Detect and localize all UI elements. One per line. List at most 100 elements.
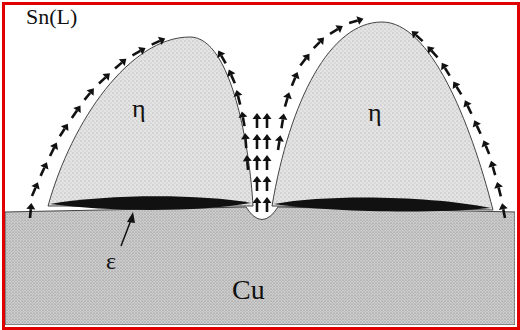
flux-arrowhead (227, 70, 235, 77)
eta-scallop-outline (272, 22, 493, 210)
flux-arrow (246, 161, 249, 170)
flux-arrowhead (263, 176, 272, 182)
flux-arrowhead (87, 88, 94, 95)
flux-arrow (457, 87, 462, 95)
cu-substrate-shape (5, 198, 515, 325)
flux-arrow (468, 106, 472, 114)
flux-arrow (266, 203, 269, 212)
flux-arrow (256, 119, 259, 128)
eta-scallop: η (270, 20, 496, 214)
flux-arrow (349, 20, 358, 23)
flux-arrowhead (238, 111, 247, 118)
flux-arrow (256, 161, 259, 170)
phase-label: Sn(L) (26, 6, 77, 28)
flux-arrowhead (40, 162, 48, 169)
flux-arrow (32, 188, 36, 196)
flux-arrow (285, 98, 288, 107)
flux-arrowhead (499, 203, 508, 210)
flux-arrow (132, 51, 140, 55)
flux-arrowhead (73, 106, 80, 113)
flux-arrow (503, 209, 505, 218)
flux-arrowhead (50, 143, 58, 150)
cu-substrate-outline (5, 207, 515, 325)
flux-arrow (84, 93, 90, 100)
flux-arrowhead (441, 63, 449, 70)
flux-arrow (152, 41, 160, 45)
leader-head (127, 212, 135, 223)
flux-arrow (431, 51, 437, 58)
phase-label: η (368, 100, 382, 126)
flux-arrowhead (243, 155, 252, 161)
flux-arrowhead (356, 16, 363, 25)
flux-arrowhead (453, 82, 461, 89)
flux-arrowhead (102, 73, 109, 80)
flux-arrow (256, 140, 259, 149)
flux-arrow (266, 119, 269, 128)
flux-arrowhead (412, 31, 419, 38)
flux-arrow (314, 42, 320, 48)
phase-label: Cu (232, 276, 265, 304)
flux-arrowhead (61, 124, 69, 131)
flux-arrowhead (463, 100, 471, 107)
flux-arrowhead (302, 54, 309, 61)
flux-arrowhead (427, 46, 434, 53)
flux-arrow (99, 77, 106, 83)
flux-arrowhead (482, 140, 490, 147)
flux-arrow (244, 139, 247, 148)
flux-arrowhead (263, 155, 272, 161)
flux-arrowhead (138, 47, 145, 55)
flux-arrow (60, 129, 65, 137)
flux-arrowhead (31, 182, 39, 189)
flux-arrow (486, 146, 489, 154)
flux-arrow (29, 209, 32, 218)
flux-arrowhead (253, 113, 262, 119)
flux-arrow (50, 148, 54, 156)
flux-arrow (499, 188, 501, 197)
flux-arrowhead (473, 120, 481, 127)
flux-arrow (300, 58, 305, 65)
flux-arrowhead (263, 197, 272, 203)
flux-arrowhead (278, 113, 287, 120)
flux-arrowhead (26, 203, 35, 209)
flux-arrowhead (263, 113, 272, 119)
flux-arrowhead (283, 92, 292, 99)
flux-arrow (231, 75, 235, 83)
flux-arrow (115, 63, 122, 69)
flux-arrowhead (317, 37, 324, 44)
flux-arrowhead (263, 134, 272, 140)
flux-arrow (266, 161, 269, 170)
leader-line (121, 220, 131, 246)
flux-arrow (72, 111, 77, 118)
cu-substrate: Cu (5, 198, 515, 325)
flux-arrowhead (253, 197, 262, 203)
flux-arrow (281, 119, 282, 128)
eta-scallop-shape (270, 20, 496, 214)
flux-arrowhead (291, 72, 299, 79)
flux-arrowhead (335, 25, 342, 33)
flux-arrowhead (494, 182, 503, 189)
flux-arrowhead (119, 59, 126, 66)
flux-arrow (238, 96, 240, 105)
flux-arrowhead (234, 90, 243, 97)
flux-arrowhead (217, 50, 225, 57)
flux-arrow (493, 166, 495, 175)
flux-arrow (416, 35, 423, 41)
flux-arrow (256, 203, 259, 212)
flux-arrowhead (158, 37, 165, 45)
flux-arrow (292, 77, 295, 85)
flux-arrow (330, 29, 338, 34)
phase-label: ε (106, 249, 116, 273)
flux-arrow (445, 68, 450, 76)
phase-label: η (132, 96, 146, 122)
flux-arrow (266, 182, 269, 191)
eta-scallop-outline (48, 37, 253, 206)
flux-arrow (266, 140, 269, 149)
flux-arrowhead (488, 161, 497, 168)
epsilon-layer (50, 196, 251, 210)
flux-arrowhead (241, 133, 250, 139)
epsilon-layer (274, 198, 491, 212)
flux-arrowhead (253, 134, 262, 140)
flux-arrowhead (275, 135, 284, 142)
flux-arrow (477, 126, 481, 134)
